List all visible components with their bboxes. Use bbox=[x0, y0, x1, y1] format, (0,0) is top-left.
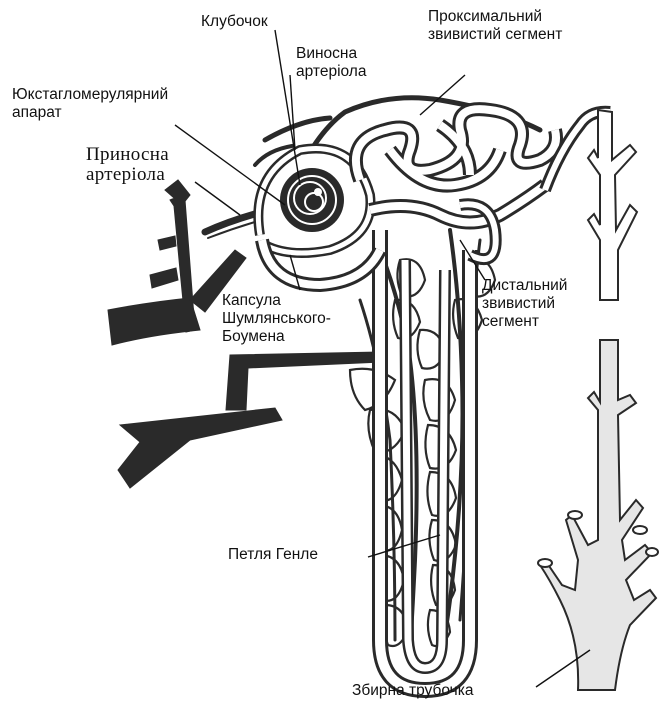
label-loop-of-henle: Петля Генле bbox=[228, 546, 318, 564]
label-efferent-arteriole: Виносна артеріола bbox=[296, 45, 366, 81]
label-proximal-segment: Проксимальний звивистий сегмент bbox=[428, 8, 562, 44]
label-juxtaglomerular-apparatus: Юкстагломерулярний апарат bbox=[12, 86, 168, 122]
label-collecting-duct: Збирна трубочка bbox=[352, 682, 473, 700]
collecting-duct bbox=[538, 110, 658, 690]
proximal-tubule bbox=[356, 109, 556, 222]
label-distal-segment: Дистальний звивистий сегмент bbox=[482, 277, 567, 331]
leader-afferent bbox=[195, 182, 240, 215]
label-bowman-capsule: Капсула Шумлянського- Боумена bbox=[222, 292, 331, 346]
label-glomerulus: Клубочок bbox=[201, 13, 268, 31]
glomerulus bbox=[280, 168, 344, 232]
label-afferent-arteriole: Приносна артеріола bbox=[86, 145, 169, 185]
